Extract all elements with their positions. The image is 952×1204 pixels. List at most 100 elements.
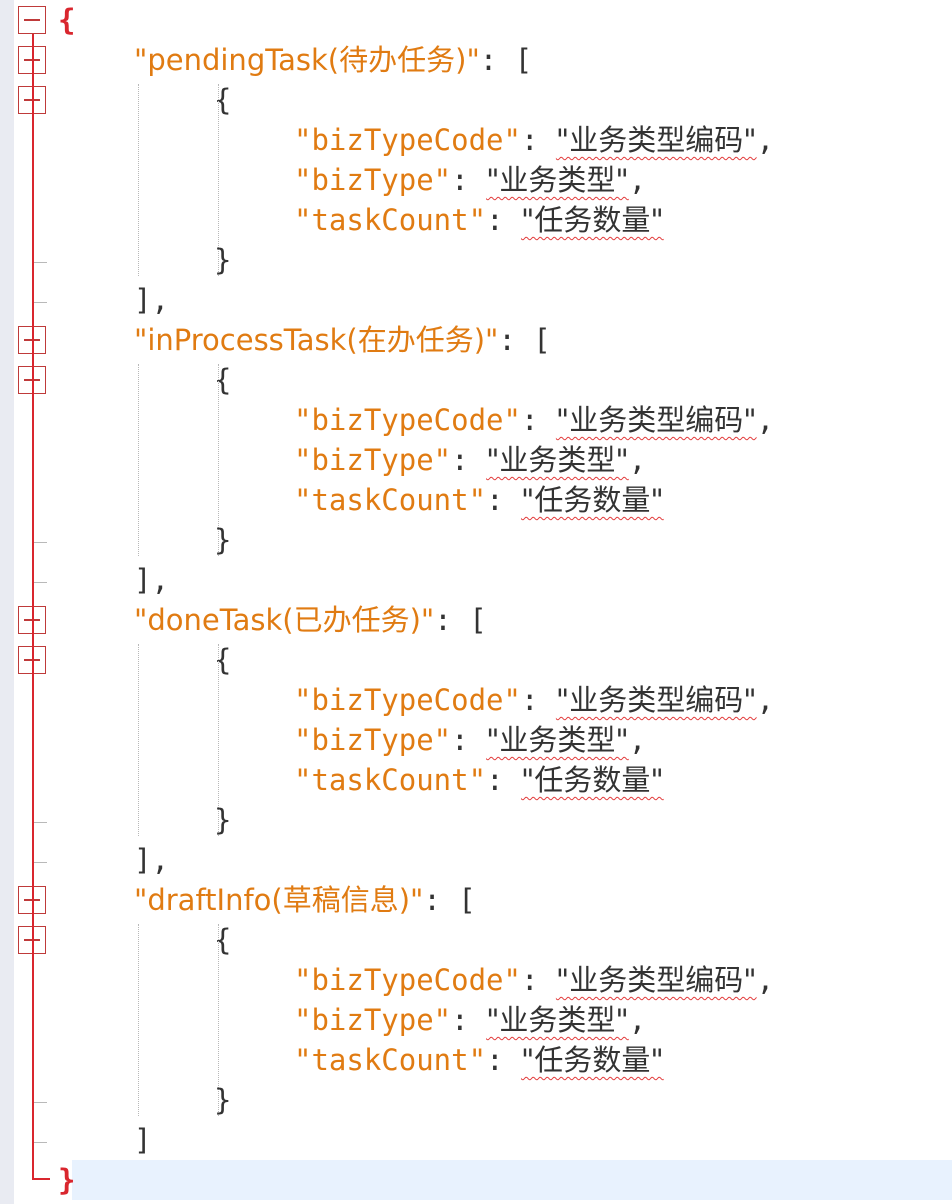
code-line-field[interactable]: "taskCount": "任务数量" [294, 760, 664, 800]
indent-guide [218, 364, 219, 556]
field-key: "taskCount" [294, 483, 487, 517]
fold-end-marker [33, 542, 47, 543]
field-key: "bizTypeCode" [294, 963, 521, 997]
code-line-object-close[interactable]: } [214, 1080, 231, 1120]
field-key: "taskCount" [294, 1043, 487, 1077]
fold-end-marker [33, 1142, 47, 1143]
code-line-root-close[interactable]: } [58, 1160, 75, 1200]
field-separator: : [520, 123, 556, 157]
code-line-object-close[interactable]: } [214, 800, 231, 840]
code-line-field[interactable]: "taskCount": "任务数量" [294, 480, 664, 520]
indent-guide [138, 364, 139, 556]
array-close-bracket: ], [134, 283, 169, 317]
indent-guide [218, 924, 219, 1116]
field-value: "任务数量" [520, 763, 664, 797]
code-line-object-open[interactable]: { [214, 80, 231, 120]
fold-range-line [32, 34, 34, 1180]
field-trailing-comma: , [756, 683, 775, 717]
code-line-field[interactable]: "bizType": "业务类型", [294, 160, 646, 200]
fold-end-marker [33, 582, 47, 583]
code-line-array-key[interactable]: "pendingTask(待办任务)": [ [134, 40, 532, 80]
fold-end-marker [33, 262, 47, 263]
indent-guide [138, 644, 139, 836]
field-trailing-comma: , [628, 443, 647, 477]
field-value: "业务类型" [486, 1003, 629, 1037]
field-value: "业务类型编码" [555, 683, 757, 717]
code-line-field[interactable]: "bizType": "业务类型", [294, 1000, 646, 1040]
code-line-array-key[interactable]: "draftInfo(草稿信息)": [ [134, 880, 476, 920]
code-line-field[interactable]: "bizTypeCode": "业务类型编码", [294, 400, 774, 440]
code-line-array-key[interactable]: "inProcessTask(在办任务)": [ [134, 320, 551, 360]
code-line-root-open[interactable]: { [58, 0, 75, 40]
root-open-brace: { [58, 3, 76, 37]
indent-guide [218, 644, 219, 836]
field-value: "任务数量" [520, 203, 664, 237]
array-key: "inProcessTask(在办任务)" [134, 323, 499, 357]
root-close-brace: } [58, 1163, 76, 1197]
code-line-field[interactable]: "taskCount": "任务数量" [294, 1040, 664, 1080]
fold-toggle-root[interactable] [18, 6, 46, 34]
field-value: "业务类型" [486, 163, 629, 197]
object-close-brace: } [214, 803, 232, 837]
code-line-field[interactable]: "bizType": "业务类型", [294, 720, 646, 760]
fold-end-marker [33, 1102, 47, 1103]
object-open-brace: { [214, 923, 232, 957]
code-line-object-close[interactable]: } [214, 240, 231, 280]
field-value: "业务类型" [486, 443, 629, 477]
object-open-brace: { [214, 643, 232, 677]
field-separator: : [520, 683, 556, 717]
field-trailing-comma: , [756, 123, 775, 157]
field-trailing-comma: , [756, 963, 775, 997]
code-line-field[interactable]: "taskCount": "任务数量" [294, 200, 664, 240]
code-line-field[interactable]: "bizTypeCode": "业务类型编码", [294, 680, 774, 720]
code-line-array-close[interactable]: ] [134, 1120, 151, 1160]
indent-guide [138, 84, 139, 276]
array-key: "doneTask(已办任务)" [134, 603, 435, 637]
field-value: "任务数量" [520, 1043, 664, 1077]
field-key: "bizTypeCode" [294, 123, 521, 157]
field-key: "bizTypeCode" [294, 683, 521, 717]
object-close-brace: } [214, 243, 232, 277]
field-trailing-comma: , [628, 163, 647, 197]
field-separator: : [451, 1003, 487, 1037]
field-separator: : [486, 203, 521, 237]
field-separator: : [451, 723, 487, 757]
fold-end-marker [33, 822, 47, 823]
code-line-array-close[interactable]: ], [134, 280, 169, 320]
code-line-array-close[interactable]: ], [134, 560, 169, 600]
code-line-array-close[interactable]: ], [134, 840, 169, 880]
array-close-bracket: ], [134, 563, 169, 597]
code-line-field[interactable]: "bizTypeCode": "业务类型编码", [294, 120, 774, 160]
field-separator: : [486, 483, 521, 517]
editor-left-margin [0, 0, 14, 1204]
field-key: "taskCount" [294, 763, 487, 797]
object-open-brace: { [214, 83, 232, 117]
current-line-highlight [72, 1160, 952, 1200]
field-separator: : [486, 763, 521, 797]
code-line-array-key[interactable]: "doneTask(已办任务)": [ [134, 600, 487, 640]
code-line-object-open[interactable]: { [214, 920, 231, 960]
code-line-object-close[interactable]: } [214, 520, 231, 560]
field-value: "业务类型编码" [555, 123, 757, 157]
field-key: "taskCount" [294, 203, 487, 237]
object-close-brace: } [214, 523, 232, 557]
code-line-field[interactable]: "bizTypeCode": "业务类型编码", [294, 960, 774, 1000]
code-line-field[interactable]: "bizType": "业务类型", [294, 440, 646, 480]
field-key: "bizType" [294, 163, 452, 197]
field-value: "任务数量" [520, 483, 664, 517]
code-line-object-open[interactable]: { [214, 640, 231, 680]
array-open-bracket: : [ [479, 43, 533, 77]
array-open-bracket: : [ [498, 323, 551, 357]
field-key: "bizType" [294, 723, 452, 757]
field-trailing-comma: , [756, 403, 775, 437]
indent-guide [218, 84, 219, 276]
array-close-bracket: ] [134, 1123, 152, 1157]
fold-end-marker [33, 862, 47, 863]
array-key: "draftInfo(草稿信息)" [134, 883, 424, 917]
code-line-object-open[interactable]: { [214, 360, 231, 400]
array-key: "pendingTask(待办任务)" [134, 43, 480, 77]
field-trailing-comma: , [628, 723, 647, 757]
field-key: "bizTypeCode" [294, 403, 521, 437]
field-key: "bizType" [294, 1003, 452, 1037]
